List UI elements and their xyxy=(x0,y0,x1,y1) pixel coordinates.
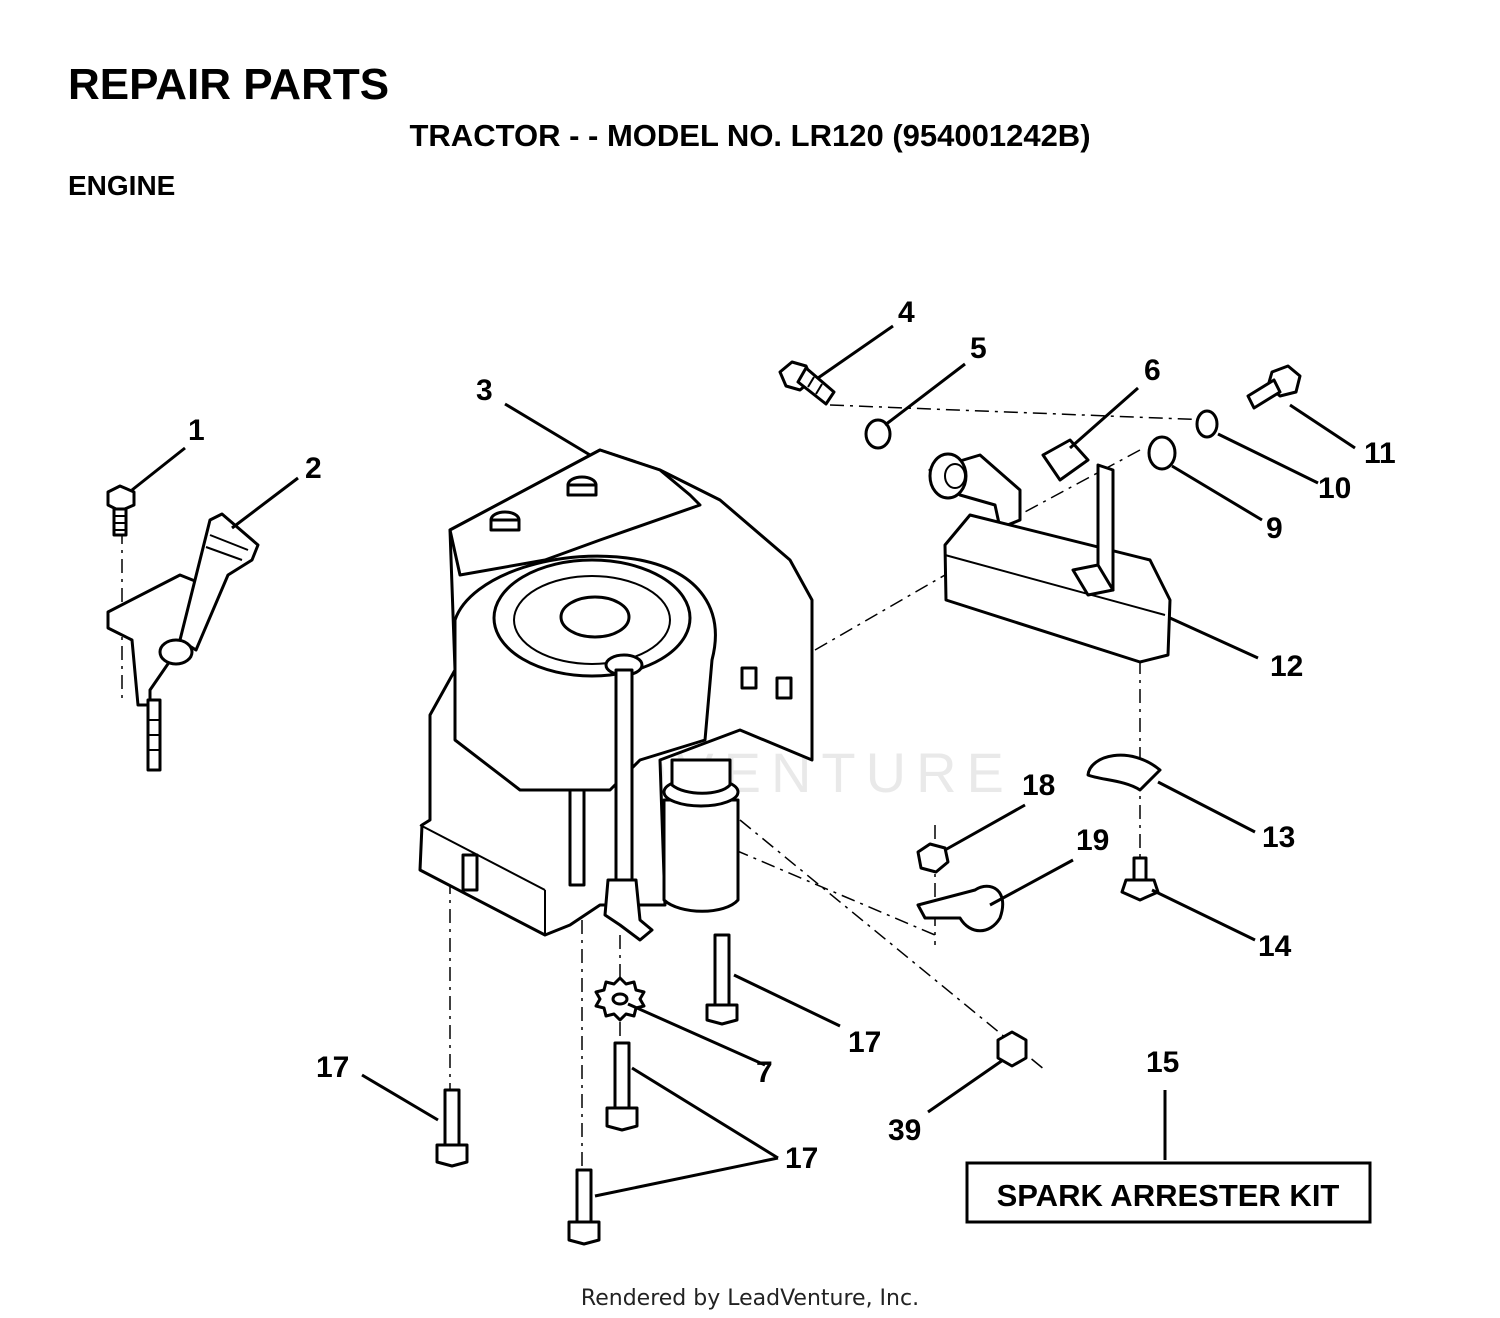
part-4-bolt xyxy=(778,360,836,406)
callout-2: 2 xyxy=(305,452,322,485)
callout-1: 1 xyxy=(188,414,205,447)
callout-13: 13 xyxy=(1262,821,1295,854)
callout-9: 9 xyxy=(1266,512,1283,545)
callout-19: 19 xyxy=(1076,824,1109,857)
part-17-bolt-b xyxy=(435,1088,469,1168)
part-39-nut xyxy=(996,1030,1028,1068)
spark-arrester-kit-box: SPARK ARRESTER KIT xyxy=(965,1161,1372,1224)
part-18-nut xyxy=(916,842,950,874)
callout-14: 14 xyxy=(1258,930,1292,963)
callout-11: 11 xyxy=(1364,437,1396,470)
part-7-star-washer xyxy=(594,976,646,1022)
page-title: REPAIR PARTS xyxy=(68,60,390,109)
part-6-gasket-exhaust-elbow xyxy=(928,438,1090,530)
part-9-washer xyxy=(1147,435,1177,471)
part-5-washer xyxy=(864,418,892,450)
spark-arrester-kit-label: SPARK ARRESTER KIT xyxy=(997,1178,1340,1213)
callout-18: 18 xyxy=(1022,769,1055,802)
model-subtitle: TRACTOR - - MODEL NO. LR120 (954001242B) xyxy=(409,118,1091,153)
callout-10: 10 xyxy=(1318,472,1351,505)
dipstick-oil-filter xyxy=(603,653,740,942)
callout-7: 7 xyxy=(756,1056,773,1089)
callout-17-left: 17 xyxy=(316,1051,349,1084)
callout-3: 3 xyxy=(476,374,493,407)
callout-4: 4 xyxy=(898,296,915,329)
part-17-bolt-a xyxy=(705,933,739,1026)
part-2-throttle-control xyxy=(106,512,260,772)
callout-15: 15 xyxy=(1146,1046,1179,1079)
part-1-bolt xyxy=(106,484,136,537)
footer-credit: Rendered by LeadVenture, Inc. xyxy=(580,1286,920,1311)
section-title: ENGINE xyxy=(68,170,176,201)
callout-numbers: 1 2 3 4 5 6 7 9 10 11 12 13 14 15 17 17 … xyxy=(188,296,1396,1175)
callout-17-right: 17 xyxy=(848,1026,881,1059)
callout-6: 6 xyxy=(1144,354,1161,387)
part-17-bolt-d xyxy=(567,1168,601,1246)
part-14-screw xyxy=(1120,856,1160,902)
callout-12: 12 xyxy=(1270,650,1303,683)
part-17-bolt-c xyxy=(605,1041,639,1132)
part-11-bolt xyxy=(1246,364,1302,410)
part-19-clamp xyxy=(916,884,1005,933)
callout-39: 39 xyxy=(888,1114,921,1147)
part-10-washer xyxy=(1195,409,1219,439)
part-13-spark-arrester-screen xyxy=(1086,753,1162,792)
part-12-muffler xyxy=(943,463,1172,664)
callout-17-bottom: 17 xyxy=(785,1142,818,1175)
leader-lines xyxy=(131,324,1356,1198)
callout-5: 5 xyxy=(970,332,987,365)
